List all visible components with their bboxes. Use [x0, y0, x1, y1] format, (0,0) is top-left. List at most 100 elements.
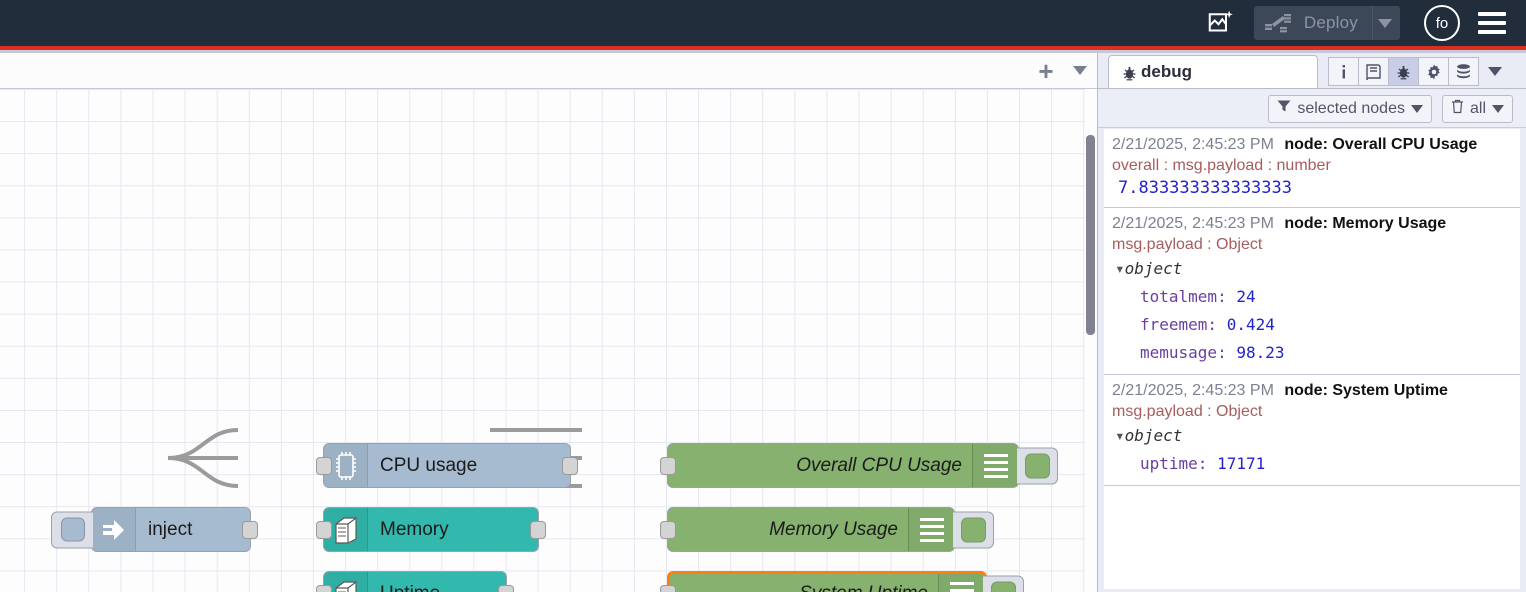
- tab-debug-label: debug: [1141, 62, 1192, 81]
- chevron-down-icon[interactable]: [1492, 100, 1504, 118]
- header-accent-rule: [0, 46, 1526, 50]
- object-expander-row[interactable]: ▾object: [1112, 255, 1516, 283]
- chevron-down-icon[interactable]: [1372, 6, 1396, 40]
- property-key: uptime:: [1140, 454, 1208, 473]
- property-value: 0.424: [1226, 315, 1275, 334]
- debug-lines-icon: [938, 574, 984, 592]
- trash-icon: [1451, 99, 1464, 119]
- sidebar-tab-bar: debug: [1098, 53, 1526, 89]
- debug-message-header: 2/21/2025, 2:45:23 PM node: Memory Usage: [1112, 213, 1516, 234]
- debug-enable-button[interactable]: [953, 511, 994, 548]
- node-debug-memory-usage[interactable]: Memory Usage: [660, 507, 994, 552]
- chevron-down-icon[interactable]: [1482, 57, 1508, 86]
- object-label: object: [1124, 259, 1183, 278]
- canvas-scrollbar-thumb[interactable]: [1086, 135, 1095, 335]
- filter-selected-nodes-button[interactable]: selected nodes: [1268, 94, 1432, 123]
- caret-down-icon[interactable]: ▾: [1115, 426, 1125, 445]
- debug-message-source: node: Memory Usage: [1284, 215, 1447, 232]
- funnel-icon: [1277, 99, 1291, 118]
- clear-messages-button[interactable]: all: [1441, 94, 1513, 123]
- flow-tab-bar: +: [0, 53, 1097, 89]
- debug-bug-icon[interactable]: [1388, 57, 1419, 86]
- debug-message-topic: msg.payload : Object: [1112, 236, 1263, 253]
- node-input-port[interactable]: [316, 520, 332, 539]
- node-input-port[interactable]: [660, 584, 676, 592]
- help-book-icon[interactable]: [1358, 57, 1389, 86]
- flow-canvas[interactable]: inject CPU usage: [0, 89, 1085, 592]
- image-sparkle-icon[interactable]: [1202, 6, 1240, 40]
- node-label: Uptime: [368, 583, 506, 592]
- property-value: 98.23: [1236, 343, 1285, 362]
- debug-enable-inner: [990, 581, 1016, 592]
- node-input-port[interactable]: [316, 584, 332, 592]
- canvas-scrollbar-track[interactable]: [1085, 89, 1097, 592]
- node-inject[interactable]: inject: [51, 507, 258, 552]
- node-debug-overall-cpu-usage[interactable]: Overall CPU Usage: [660, 443, 1058, 488]
- debug-message-source: node: Overall CPU Usage: [1284, 136, 1478, 153]
- chevron-down-icon[interactable]: [1063, 56, 1097, 86]
- deploy-button[interactable]: Deploy: [1253, 6, 1400, 40]
- config-gear-icon[interactable]: [1418, 57, 1449, 86]
- sidebar-icon-buttons: [1328, 57, 1508, 86]
- sidebar: debug: [1097, 53, 1526, 592]
- node-label: Memory Usage: [769, 518, 898, 540]
- property-key: memusage:: [1140, 343, 1227, 362]
- object-property-row: memusage: 98.23: [1112, 339, 1516, 367]
- debug-message-header: 2/21/2025, 2:45:23 PM node: Overall CPU …: [1112, 134, 1516, 155]
- node-label: Memory: [380, 518, 449, 540]
- property-key: totalmem:: [1140, 287, 1227, 306]
- debug-enable-inner: [960, 517, 986, 542]
- property-value: 17171: [1217, 454, 1266, 473]
- sidebar-scrollbar-track[interactable]: [1520, 129, 1526, 589]
- debug-enable-inner: [1024, 453, 1050, 478]
- inject-trigger-inner: [60, 517, 85, 542]
- inject-trigger-button[interactable]: [51, 511, 93, 548]
- node-input-port[interactable]: [316, 456, 332, 475]
- context-data-icon[interactable]: [1448, 57, 1479, 86]
- node-input-port[interactable]: [660, 456, 676, 475]
- avatar-initials: fo: [1435, 14, 1449, 32]
- node-output-port[interactable]: [562, 456, 578, 475]
- info-icon[interactable]: [1328, 57, 1359, 86]
- debug-enable-button[interactable]: [983, 575, 1024, 592]
- node-label: CPU usage: [380, 454, 478, 476]
- node-memory[interactable]: Memory: [316, 507, 546, 552]
- debug-enable-button[interactable]: [1017, 447, 1058, 484]
- debug-message-topic: msg.payload : Object: [1112, 403, 1263, 420]
- node-label: System Uptime: [670, 583, 938, 592]
- node-cpu-usage[interactable]: CPU usage: [316, 443, 578, 488]
- property-value: 24: [1236, 287, 1256, 306]
- filter-label: selected nodes: [1297, 99, 1405, 117]
- add-flow-button[interactable]: +: [1029, 56, 1063, 86]
- tab-debug[interactable]: debug: [1108, 55, 1318, 88]
- node-output-port[interactable]: [242, 520, 258, 539]
- microchip-icon: [324, 444, 368, 487]
- avatar[interactable]: fo: [1424, 5, 1460, 41]
- debug-message-value: 7.833333333333333: [1118, 178, 1292, 198]
- deploy-label: Deploy: [1303, 13, 1358, 32]
- node-input-port[interactable]: [660, 520, 676, 539]
- debug-lines-icon: [908, 508, 954, 551]
- debug-message[interactable]: 2/21/2025, 2:45:23 PM node: Overall CPU …: [1104, 129, 1524, 208]
- arrow-right-icon: [92, 508, 136, 551]
- debug-message-timestamp: 2/21/2025, 2:45:23 PM: [1112, 136, 1274, 153]
- debug-message[interactable]: 2/21/2025, 2:45:23 PM node: Memory Usage…: [1104, 208, 1524, 375]
- chevron-down-icon[interactable]: [1410, 100, 1423, 118]
- caret-down-icon[interactable]: ▾: [1115, 259, 1125, 278]
- node-output-port[interactable]: [498, 584, 514, 592]
- node-label: inject: [148, 518, 193, 540]
- property-key: freemem:: [1140, 315, 1218, 334]
- debug-message-timestamp: 2/21/2025, 2:45:23 PM: [1112, 382, 1274, 399]
- node-debug-system-uptime[interactable]: System Uptime: [660, 571, 1024, 592]
- node-output-port[interactable]: [530, 520, 546, 539]
- debug-toolbar: selected nodes all: [1098, 90, 1526, 128]
- object-expander-row[interactable]: ▾object: [1112, 422, 1516, 450]
- debug-message-list[interactable]: 2/21/2025, 2:45:23 PM node: Overall CPU …: [1104, 129, 1524, 589]
- node-uptime[interactable]: Uptime: [316, 571, 514, 592]
- workspace: +: [0, 53, 1097, 592]
- object-property-row: uptime: 17171: [1112, 450, 1516, 478]
- debug-message[interactable]: 2/21/2025, 2:45:23 PM node: System Uptim…: [1104, 375, 1524, 486]
- hamburger-menu-icon[interactable]: [1478, 12, 1506, 34]
- debug-lines-icon: [972, 444, 1018, 487]
